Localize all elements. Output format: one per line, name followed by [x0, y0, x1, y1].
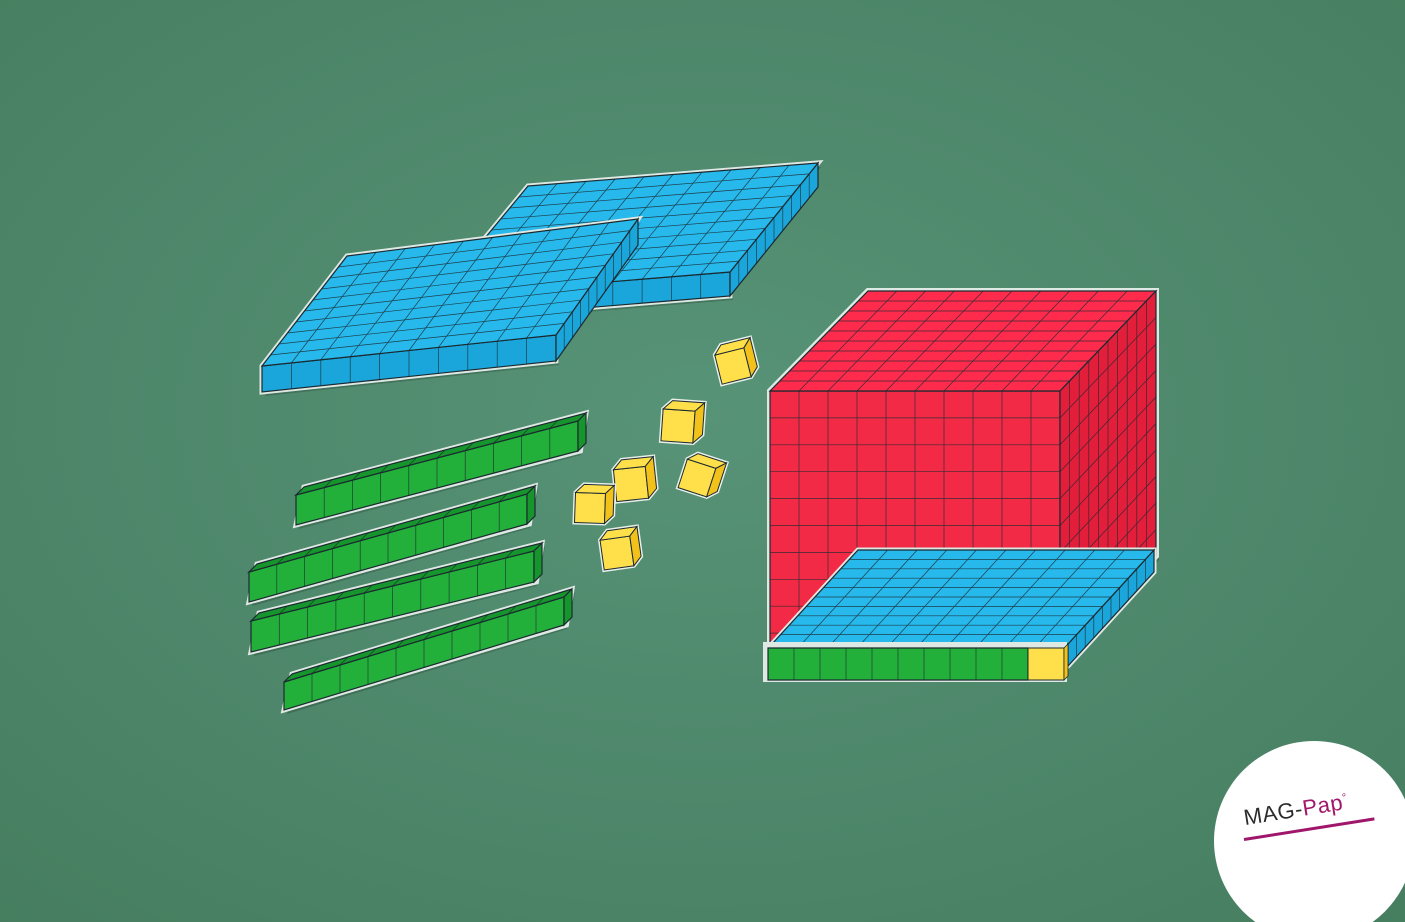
brand-logo-mark: °: [1341, 792, 1348, 805]
unit-1: [713, 338, 760, 385]
thousand-cube: [763, 291, 1159, 682]
unit-5: [574, 484, 614, 524]
brand-logo-main: MAG-: [1242, 796, 1305, 830]
unit-6: [599, 527, 642, 570]
unit-3: [612, 457, 657, 502]
brand-logo-accent: Pap: [1301, 790, 1345, 821]
front-unit: [1028, 648, 1064, 680]
unit-2: [661, 400, 705, 444]
